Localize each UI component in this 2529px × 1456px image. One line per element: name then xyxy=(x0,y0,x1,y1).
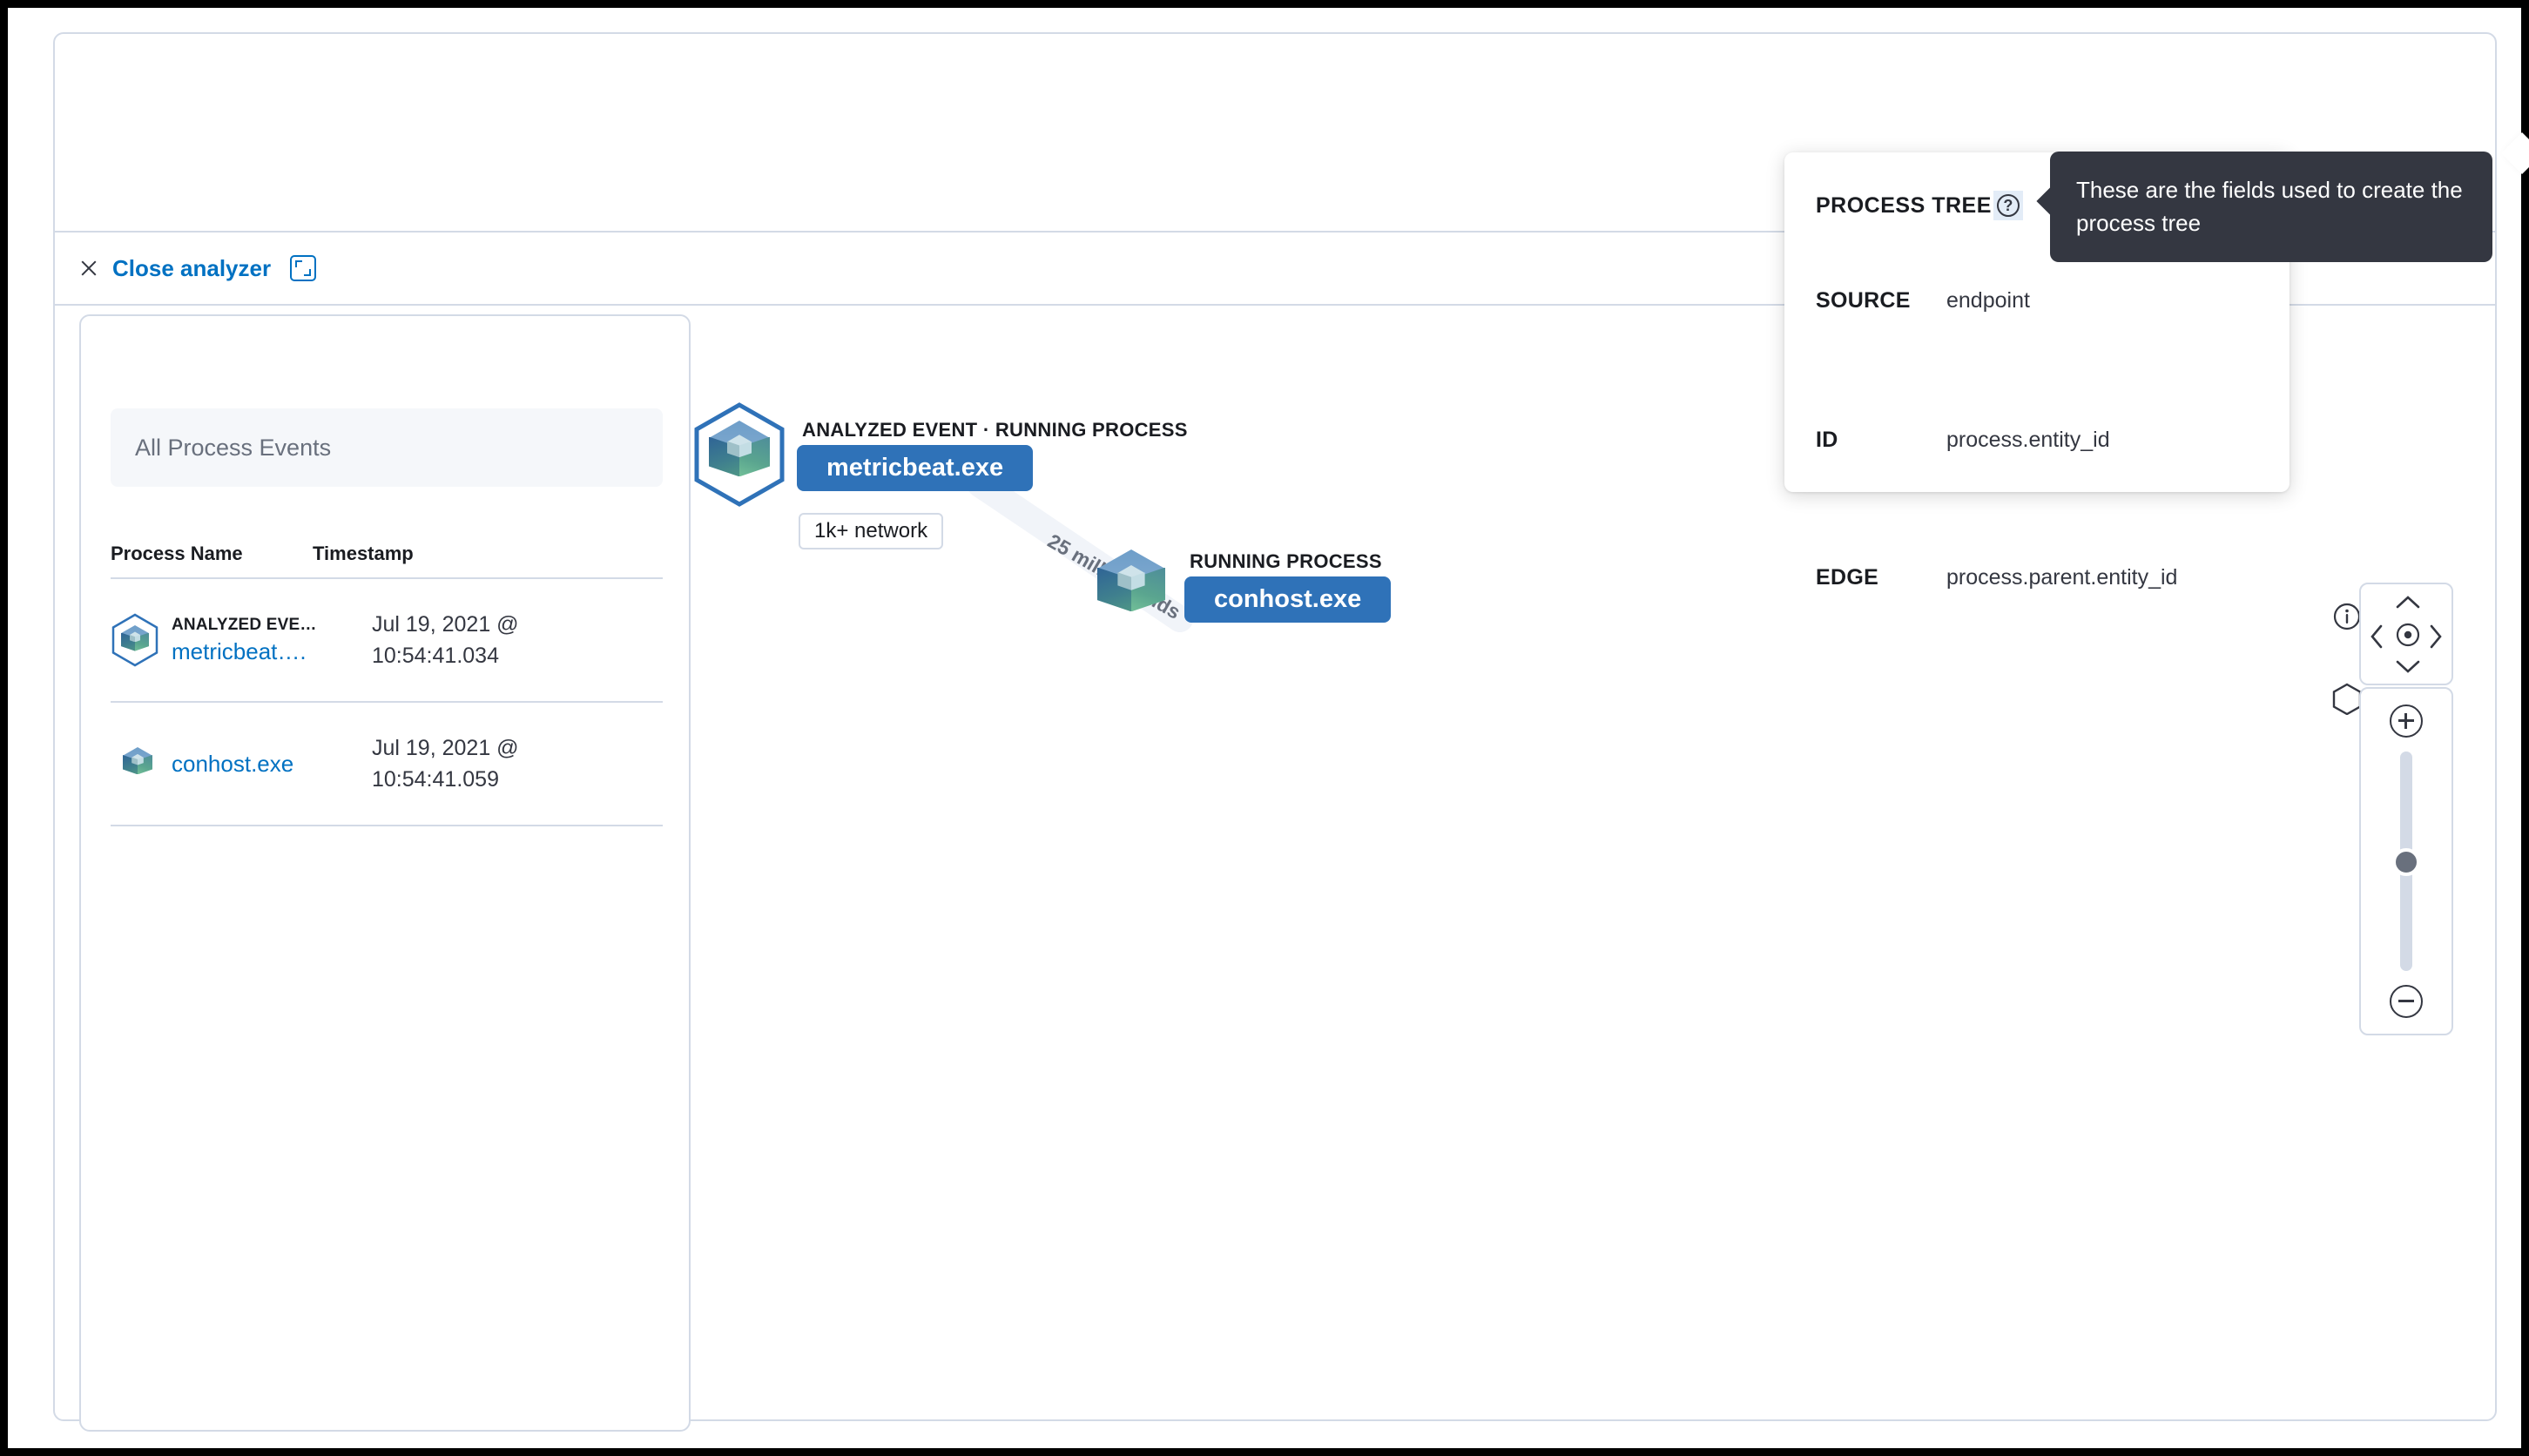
node-text-block: RUNNING PROCESS conhost.exe xyxy=(1184,549,1392,623)
timestamp-cell: Jul 19, 2021 @ 10:54:41.034 xyxy=(372,611,519,668)
process-cube-icon xyxy=(1089,539,1174,633)
column-header-process-name: Process Name xyxy=(111,543,243,564)
node-process-pill[interactable]: conhost.exe xyxy=(1184,576,1392,623)
node-process-pill[interactable]: metricbeat.exe xyxy=(797,444,1034,491)
node-row: ANALYZED EVENT · RUNNING PROCESS metricb… xyxy=(692,401,1188,508)
table-row[interactable]: ANALYZED EVE… metricbeat…. Jul 19, 2021 … xyxy=(111,579,663,701)
process-events-filter[interactable]: All Process Events xyxy=(111,408,663,487)
toolbar-top-divider xyxy=(55,231,2495,233)
cube-glyph xyxy=(123,747,152,779)
timestamp-cell: Jul 19, 2021 @ 10:54:41.059 xyxy=(372,735,519,792)
recenter-icon[interactable] xyxy=(2393,620,2423,650)
process-name-link[interactable]: conhost.exe xyxy=(172,750,294,777)
popover-field-edge: EDGE process.parent.entity_id xyxy=(1816,565,2177,590)
chevron-up-icon[interactable] xyxy=(2394,593,2422,610)
chevron-left-icon[interactable] xyxy=(2368,623,2385,650)
table-row[interactable]: conhost.exe Jul 19, 2021 @ 10:54:41.059 xyxy=(111,703,663,825)
analyzed-event-tag: ANALYZED EVE… xyxy=(172,615,317,634)
close-analyzer-label: Close analyzer xyxy=(112,254,272,281)
hexagon-icon[interactable] xyxy=(2331,682,2363,715)
row-divider xyxy=(111,825,663,826)
toolbar-bottom-divider xyxy=(55,304,2495,306)
question-mark-icon[interactable]: ? xyxy=(1993,191,2023,220)
close-analyzer-button[interactable]: Close analyzer xyxy=(79,255,271,282)
analyzed-process-cube-icon xyxy=(111,613,159,667)
graph-node-conhost[interactable]: RUNNING PROCESS conhost.exe xyxy=(1089,539,1392,633)
popover-field-value: process.entity_id xyxy=(1946,428,2110,452)
fullscreen-corner-br xyxy=(304,269,312,276)
cube-glyph xyxy=(1097,549,1165,621)
analyzer-toolbar: Close analyzer xyxy=(55,233,2495,304)
process-tree-graph[interactable]: 25 milliseconds ANALYZED EVENT · R xyxy=(692,306,2495,1419)
row-divider xyxy=(111,701,663,703)
popover-field-value: endpoint xyxy=(1946,288,2030,313)
process-name-cell: ANALYZED EVE… metricbeat…. xyxy=(111,613,372,667)
popover-field-key: EDGE xyxy=(1816,565,1879,590)
process-labels: conhost.exe xyxy=(172,751,293,778)
cube-glyph xyxy=(121,625,149,655)
zoom-slider-thumb[interactable] xyxy=(2392,847,2420,876)
node-row: RUNNING PROCESS conhost.exe xyxy=(1089,539,1392,633)
process-name-link[interactable]: metricbeat…. xyxy=(172,637,307,664)
question-mark-glyph: ? xyxy=(1996,194,2020,217)
node-badges: 1k+ network xyxy=(799,513,1188,549)
chevron-right-icon[interactable] xyxy=(2427,623,2445,650)
info-circle-icon[interactable] xyxy=(2332,602,2362,631)
close-icon xyxy=(79,259,98,278)
cube-glyph xyxy=(709,421,770,485)
popover-field-key: ID xyxy=(1816,428,1838,452)
page-background: Close analyzer All Process Events Proces… xyxy=(8,8,2529,1448)
popover-field-key: SOURCE xyxy=(1816,288,1911,313)
popover-arrow xyxy=(2500,131,2529,175)
graph-side-icons xyxy=(2331,602,2363,715)
process-table-body: ANALYZED EVE… metricbeat…. Jul 19, 2021 … xyxy=(111,577,663,826)
popover-title-row: PROCESS TREE ? xyxy=(1816,191,2023,220)
node-kind-label: RUNNING PROCESS xyxy=(1190,549,1382,572)
popover-field-value: process.parent.entity_id xyxy=(1946,565,2178,590)
popover-title: PROCESS TREE xyxy=(1816,192,1992,218)
process-events-filter-label: All Process Events xyxy=(135,434,332,461)
process-table-header: Process Name Timestamp xyxy=(111,543,663,565)
zoom-in-icon[interactable] xyxy=(2390,704,2423,738)
node-network-badge[interactable]: 1k+ network xyxy=(799,513,944,549)
graph-pan-controls[interactable] xyxy=(2359,583,2453,685)
row-divider xyxy=(111,577,663,579)
process-name-cell: conhost.exe xyxy=(111,740,372,787)
zoom-slider[interactable] xyxy=(2392,752,2420,971)
popover-field-source: SOURCE endpoint xyxy=(1816,288,2030,313)
graph-node-metricbeat[interactable]: ANALYZED EVENT · RUNNING PROCESS metricb… xyxy=(692,401,1188,549)
node-text-block: ANALYZED EVENT · RUNNING PROCESS metricb… xyxy=(797,419,1188,491)
help-tooltip: These are the fields used to create the … xyxy=(2050,152,2492,263)
fullscreen-icon[interactable] xyxy=(290,255,317,281)
column-header-timestamp: Timestamp xyxy=(313,543,414,564)
process-cube-icon xyxy=(118,740,159,787)
process-events-panel: All Process Events Process Name Timestam… xyxy=(79,314,691,1432)
popover-field-id: ID process.entity_id xyxy=(1816,428,2110,453)
graph-zoom-controls[interactable] xyxy=(2359,687,2453,1035)
fullscreen-corner-tl xyxy=(295,260,303,267)
process-labels: ANALYZED EVE… metricbeat…. xyxy=(172,616,317,665)
analyzed-process-cube-icon xyxy=(692,401,786,508)
zoom-out-icon[interactable] xyxy=(2390,985,2423,1018)
chevron-down-icon[interactable] xyxy=(2394,657,2422,675)
node-kind-label: ANALYZED EVENT · RUNNING PROCESS xyxy=(802,418,1188,441)
